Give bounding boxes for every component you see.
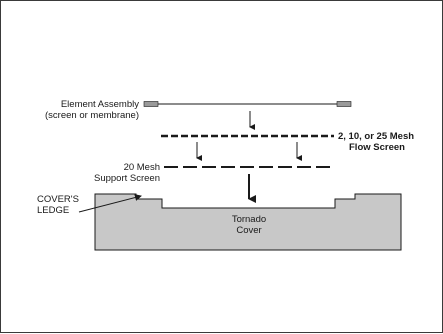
ledge-sublabel: LEDGE: [37, 205, 69, 216]
element-assembly-bar: [143, 101, 352, 107]
support-screen-sublabel: Support Screen: [94, 173, 160, 184]
ledge-label: COVER'S: [37, 194, 79, 205]
flow-screen-label: 2, 10, or 25 Mesh: [338, 131, 414, 142]
ledge-leader-arrow: [78, 194, 142, 213]
cover-sublabel: Cover: [236, 225, 261, 236]
element-assembly-label: Element Assembly: [61, 99, 139, 110]
cover-label: Tornado: [232, 214, 266, 225]
support-screen-label: 20 Mesh: [124, 162, 160, 173]
flow-screen-sublabel: Flow Screen: [349, 142, 405, 153]
element-assembly-sublabel: (screen or membrane): [45, 110, 139, 121]
